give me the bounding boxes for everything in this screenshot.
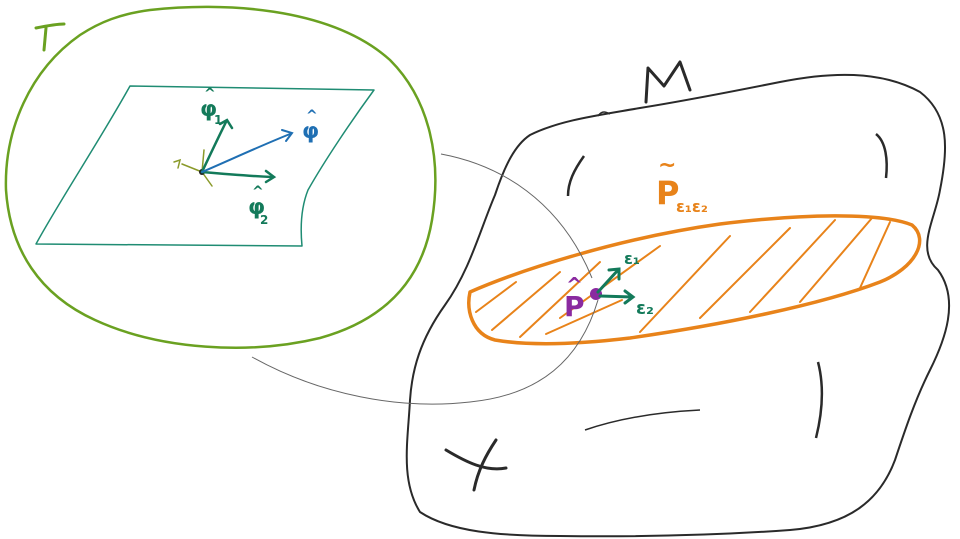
tangent-plane [35,85,375,247]
origin-axes [173,149,213,187]
manifold-mark-left [566,155,586,197]
label-p-tilde-tilde: ~ [658,153,676,178]
label-phi1: φ [200,97,217,122]
label-phi2: φ [248,195,265,220]
label-phi2-sub: 2 [260,213,268,227]
manifold-mark-right [875,133,888,179]
label-p-tilde-sub: ε₁ε₂ [676,197,708,216]
label-phi2-hat: ^ [252,184,264,200]
manifold-label-text: M [0,0,1,1]
manifold-blob [405,73,951,538]
manifold-mark-bottom-right [814,361,824,439]
manifold-mark-top [597,111,611,117]
label-eps2: ε₂ [636,298,654,319]
projected-region [467,214,922,346]
phi-hat-arrow [201,129,294,173]
phi1-arrow [200,118,234,174]
eps2-arrow [598,289,636,305]
hatch-lines [475,217,891,338]
eps1-arrow [596,267,621,294]
label-phi1-hat: ^ [204,86,216,102]
connector-bottom [251,299,599,405]
label-phi-hat: ^ [306,108,318,124]
manifold-mark-bottom [584,409,701,431]
tangent-label-t [34,22,66,52]
connector-top [440,153,593,279]
tangent-space-circle [4,5,437,349]
label-p-tilde: P [656,174,679,212]
label-p-hat: P [564,290,585,323]
label-p-hat-hat: ^ [566,273,583,297]
label-phi: φ [302,119,319,144]
manifold-label-m [644,60,692,104]
label-phi1-sub: 1 [214,113,222,127]
phi2-arrow [200,169,277,184]
cross-mark-a [444,448,508,471]
tangent-label-text: T [0,0,1,1]
cross-mark-b [472,438,498,492]
cross-label-text: X [0,0,1,1]
label-eps1: ε₁ [624,249,640,268]
